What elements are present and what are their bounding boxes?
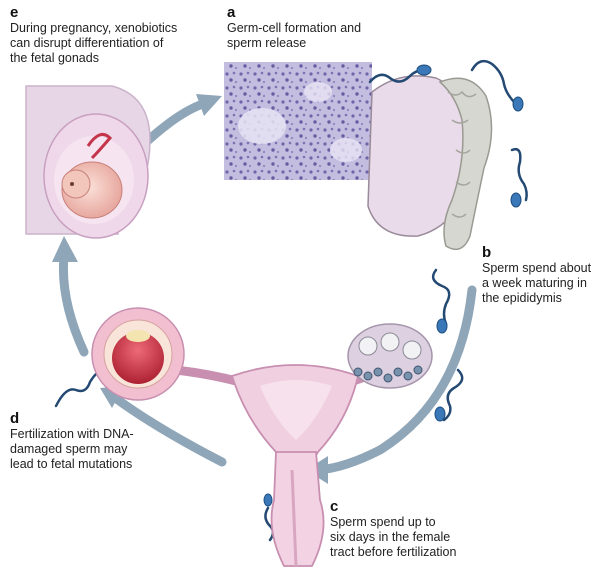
arrowhead-a	[196, 94, 222, 116]
panel-b-caption: Sperm spend about a week maturing in the…	[482, 261, 592, 305]
uterine-cavity	[260, 380, 332, 440]
sperm-head-3	[510, 192, 522, 208]
sperm-tail-2	[470, 59, 518, 106]
seminiferous-lumen-1	[238, 108, 286, 144]
testis-illustration	[367, 75, 493, 251]
panel-e-caption: During pregnancy, xenobiotics can disrup…	[10, 21, 178, 65]
panel-a-caption: Germ-cell formation and sperm release	[227, 21, 362, 50]
ovary-follicle-2	[380, 332, 400, 352]
arrow-d-to-e	[58, 251, 89, 357]
epididymis	[438, 77, 493, 251]
panel-a-label: a Germ-cell formation and sperm release	[227, 4, 427, 51]
panel-e-letter: e	[10, 4, 19, 21]
panel-d-label: d Fertilization with DNA- damaged sperm …	[10, 410, 170, 472]
vaginal-canal	[290, 469, 298, 567]
fetal-eye	[70, 182, 74, 186]
panel-c-letter: c	[330, 498, 339, 515]
panel-b-letter: b	[482, 244, 492, 261]
sperm-head-4	[436, 318, 448, 334]
seminiferous-lumen-2	[304, 82, 332, 102]
sperm-head-7	[263, 493, 273, 507]
panel-d-letter: d	[10, 410, 20, 427]
sperm-tail-6	[54, 368, 104, 408]
oocyte-highlight	[126, 330, 150, 342]
panel-e-label: e During pregnancy, xenobiotics can disr…	[10, 4, 210, 66]
panel-d-caption: Fertilization with DNA- damaged sperm ma…	[10, 427, 134, 471]
seminiferous-lumen-3	[330, 138, 362, 162]
arrow-c-to-d	[113, 395, 227, 467]
sperm-tail-5	[442, 368, 464, 422]
arrowhead-e	[52, 236, 78, 262]
testis-histology-image	[224, 62, 372, 180]
panel-a-letter: a	[227, 4, 236, 21]
fetal-head	[61, 169, 91, 199]
fallopian-tube-left	[171, 365, 245, 387]
ovary-oocytes	[353, 365, 423, 383]
ovary-follicle-3	[402, 340, 422, 360]
sperm-head-1	[416, 64, 432, 76]
ovary-follicle-1	[358, 336, 378, 356]
panel-b-label: b Sperm spend about a week maturing in t…	[482, 244, 598, 306]
female-reproductive-tract	[91, 307, 433, 567]
umbilical-cord	[86, 132, 113, 160]
cervix-vagina	[270, 451, 325, 567]
pregnant-body-illustration	[25, 85, 151, 239]
sperm-head-2	[512, 96, 524, 112]
panel-c-label: c Sperm spend up to six days in the fema…	[330, 498, 490, 560]
panel-c-caption: Sperm spend up to six days in the female…	[330, 515, 457, 559]
cycle-arrows	[58, 100, 477, 475]
oocyte	[112, 332, 164, 384]
arrow-b-to-c	[313, 285, 477, 475]
sperm-tail-1	[368, 68, 426, 84]
sperm-tail-4	[431, 268, 451, 326]
sperm-head-5	[434, 406, 446, 422]
epididymis-coils	[447, 90, 477, 218]
sperm-tail-3	[510, 148, 528, 202]
